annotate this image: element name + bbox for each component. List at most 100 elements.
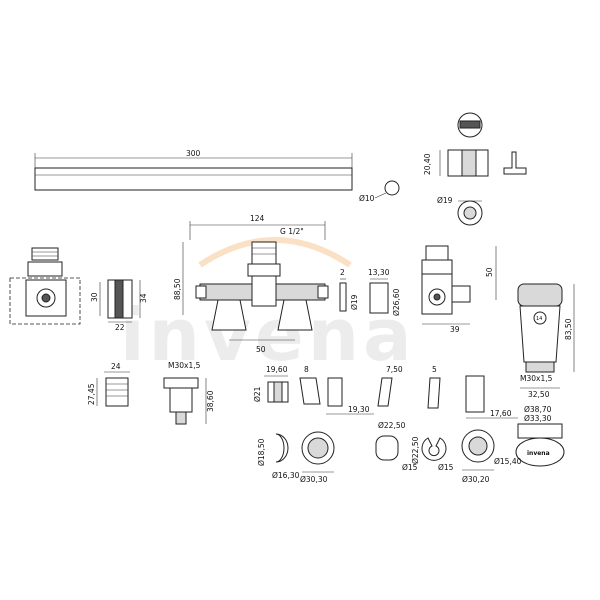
valve-left-body: [9, 277, 81, 325]
valve-insert-thread-label: M30x1,5: [168, 361, 201, 370]
rosette-3: Ø22,50 Ø15: [411, 436, 454, 472]
valve-left-nut: [27, 261, 63, 277]
rosette-4-d1-label: Ø15,40: [494, 457, 522, 466]
sleeve2-body: [299, 377, 321, 405]
head-height-label: 83,50: [564, 318, 573, 340]
insert-h-label: 27,45: [87, 383, 96, 405]
cap-dia-label: Ø19: [437, 196, 453, 205]
ring-circle: [384, 180, 400, 196]
rail-bar: [34, 167, 353, 191]
sleeve-tube: [327, 377, 343, 407]
cap-small-top: 20,40 Ø19: [423, 112, 527, 226]
sleeve-w-label: 19,60: [266, 365, 288, 374]
washer-small: 2 Ø19: [339, 268, 359, 312]
tube-part: 17,60: [465, 375, 518, 419]
head-neck: [525, 361, 555, 373]
rosette-2-body: [375, 435, 399, 461]
insert-body: [105, 377, 129, 407]
cap-big-rim: [517, 423, 563, 439]
clip-body: [377, 377, 393, 407]
center-column: [251, 275, 277, 307]
rosette-3-d1-label: Ø22,50: [411, 436, 420, 464]
cap-big-face: [515, 437, 565, 467]
ring-dia-label: Ø10: [359, 194, 375, 203]
right-valve-side: [451, 285, 471, 303]
right-valve-nut: [421, 259, 453, 275]
rosette-4-hole: [468, 436, 488, 456]
center-valve: 124 G 1/2" 88,50 50: [173, 214, 329, 354]
nut-band: [114, 279, 124, 319]
cap-side-mid: [461, 149, 477, 177]
body-height-label: 88,50: [173, 278, 182, 300]
head-top: [517, 283, 563, 307]
sleeve2-w-label: 8: [304, 365, 309, 374]
rosette-3-d2-label: Ø15: [438, 463, 454, 472]
nut-width-label: 22: [115, 323, 125, 332]
head-mark-text: 14: [536, 316, 542, 322]
sleeve2-part: 8 19,30: [299, 365, 374, 415]
rosette-1-side: [275, 433, 289, 463]
valve-left-thread: [31, 247, 59, 261]
nut-h2-label: 34: [139, 293, 148, 303]
right-valve-thread: [425, 245, 449, 261]
cap-clip: [503, 151, 527, 175]
rosette-1-hole: [307, 437, 329, 459]
valve-insert-mid: [169, 387, 193, 413]
clip2-body: [427, 377, 441, 409]
ring-leader: [374, 192, 387, 199]
sleeve-part: 19,60 Ø21: [253, 365, 289, 403]
head-body: [519, 305, 561, 363]
clip-part: 7,50 5: [377, 365, 441, 409]
valve-insert-h-label: 38,60: [206, 390, 215, 412]
valve-left-port-inner: [41, 293, 51, 303]
right-valve-width-label: 39: [450, 325, 460, 334]
center-spacing-label: 50: [256, 345, 266, 354]
right-valve: 50 39: [421, 245, 497, 334]
cap-medium: 13,30 Ø26,60: [368, 268, 401, 316]
head-width-label: 32,50: [528, 390, 550, 399]
cap-big-d1-label: Ø38,70: [524, 405, 552, 414]
sleeve-len-label: 19,30: [348, 405, 370, 414]
rosette-2: Ø22,50 Ø15: [375, 421, 418, 472]
rosette-3-body: [421, 437, 447, 461]
rosette-1: Ø18,50 Ø16,30 Ø30,30: [257, 431, 335, 484]
thermostatic-head: 14 83,50 M30x1,5 32,50: [517, 283, 575, 399]
sleeve-core: [273, 381, 283, 403]
tube-len-label: 17,60: [490, 409, 512, 418]
rail-part: 300: [34, 149, 353, 191]
cap-height-label: 20,40: [423, 153, 432, 175]
clip-w-label: 7,50: [386, 365, 403, 374]
head-thread-label: M30x1,5: [520, 374, 553, 383]
thread-label: G 1/2": [280, 227, 304, 236]
washer-small-d-label: Ø19: [350, 294, 359, 310]
insert-w-label: 24: [111, 362, 121, 371]
rosette-4: Ø15,40 Ø30,20: [461, 429, 522, 484]
cap-medium-w-label: 13,30: [368, 268, 390, 277]
right-valve-port-inner: [433, 293, 441, 301]
washer-small-w-label: 2: [340, 268, 345, 277]
center-top-nut: [247, 263, 281, 277]
head-mark-circle: [533, 311, 547, 325]
cap-medium-d-label: Ø26,60: [392, 288, 401, 316]
ring-part: Ø10: [359, 180, 400, 203]
cap-medium-body: [369, 282, 389, 314]
center-right-leg: [277, 299, 313, 331]
rosette-1-d1-label: Ø18,50: [257, 438, 266, 466]
washer-small-body: [339, 282, 347, 312]
center-left-end: [195, 285, 207, 299]
rosette-1-d3-label: Ø30,30: [300, 475, 328, 484]
rosette-4-d2-label: Ø30,20: [462, 475, 490, 484]
watermark-text: invena: [120, 293, 416, 377]
cap-big: Ø38,70 Ø33,30 invena: [515, 405, 565, 467]
cap-big-brand: invena: [527, 450, 550, 457]
center-top-thread: [251, 241, 277, 265]
valve-insert-top: [163, 377, 199, 389]
valve-left-view: [9, 247, 81, 325]
insert-part: 24 27,45: [87, 362, 130, 407]
cap-big-d2-label: Ø33,30: [524, 414, 552, 423]
cap-bottom-inner: [463, 206, 477, 220]
rosette-2-d2-label: Ø15: [402, 463, 418, 472]
sleeve-d-label: Ø21: [253, 386, 262, 402]
